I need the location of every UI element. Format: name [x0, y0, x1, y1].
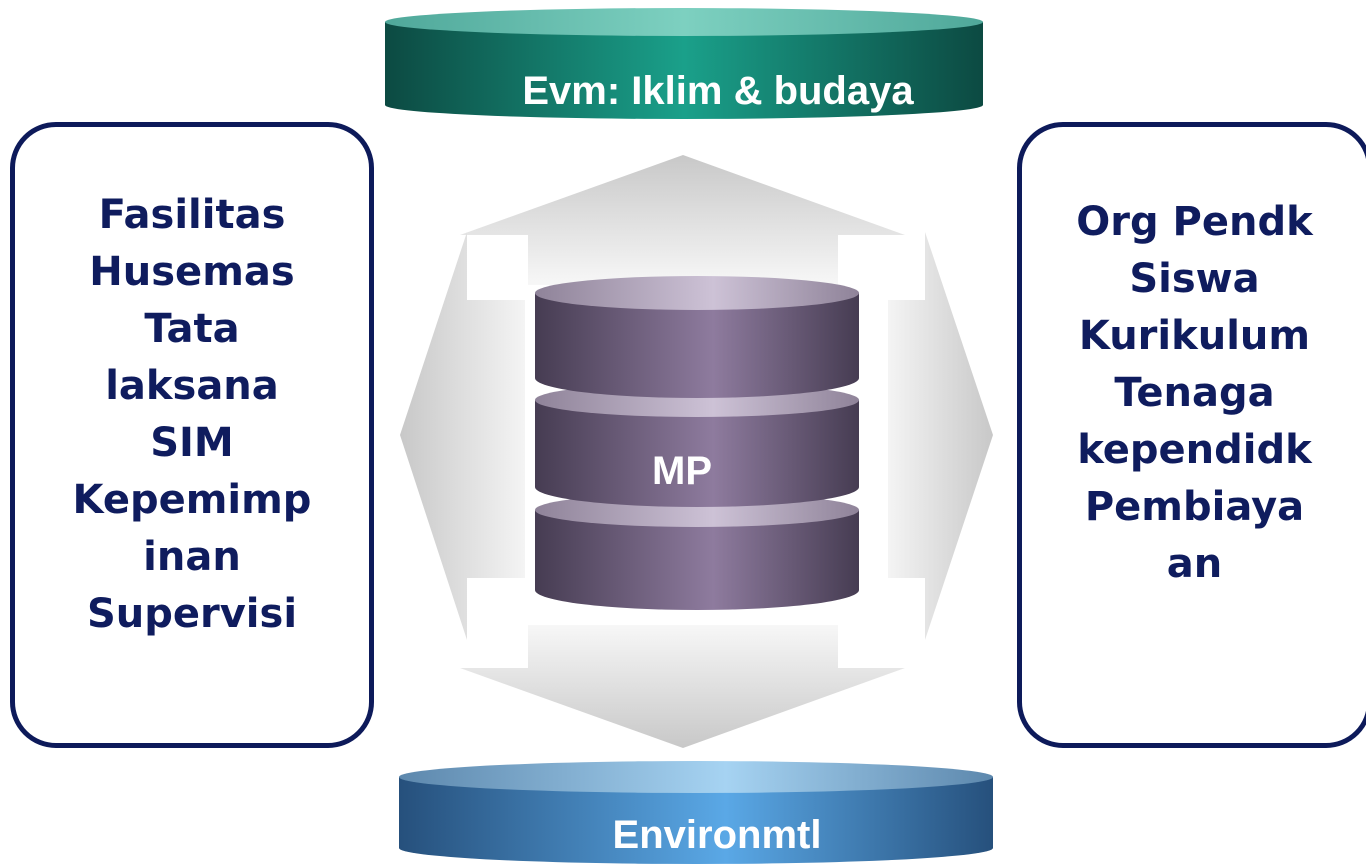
- right-box-list: Org Pendk Siswa Kurikulum Tenaga kependi…: [1076, 194, 1312, 743]
- right-box-item: Siswa: [1129, 256, 1260, 302]
- center-stack: [535, 276, 859, 610]
- left-box-item: SIM: [150, 420, 234, 466]
- center-stack-label: MP: [652, 449, 712, 493]
- arrow-up-icon: [460, 155, 905, 285]
- top-disc-label: Evm: Iklim & budaya: [522, 69, 914, 113]
- right-box: Org Pendk Siswa Kurikulum Tenaga kependi…: [1017, 122, 1366, 748]
- left-box-item: Supervisi: [86, 591, 298, 637]
- right-box-item: Org Pendk: [1076, 199, 1313, 245]
- left-box-item: Husemas: [89, 249, 295, 295]
- right-box-item: Tenaga: [1114, 370, 1275, 416]
- arrow-left-icon: [400, 232, 525, 640]
- right-box-item: an: [1166, 541, 1223, 587]
- right-box-item: Pembiaya: [1084, 484, 1305, 530]
- bottom-disc: [399, 761, 993, 864]
- left-box-list: Fasilitas Husemas Tata laksana SIM Kepem…: [73, 187, 312, 743]
- left-box-item: laksana: [105, 363, 279, 409]
- arrow-right-icon: [888, 232, 993, 640]
- top-disc: [385, 8, 983, 119]
- right-box-item: Kurikulum: [1078, 313, 1311, 359]
- left-box-item: inan: [143, 534, 241, 580]
- left-box-item: Tata: [144, 306, 240, 352]
- right-box-item: kependidk: [1077, 427, 1312, 473]
- left-box: Fasilitas Husemas Tata laksana SIM Kepem…: [10, 122, 374, 748]
- arrow-down-icon: [460, 625, 905, 748]
- bottom-disc-label: Environmtl: [613, 813, 822, 857]
- left-box-item: Fasilitas: [98, 192, 286, 238]
- left-box-item: Kepemimp: [72, 477, 312, 523]
